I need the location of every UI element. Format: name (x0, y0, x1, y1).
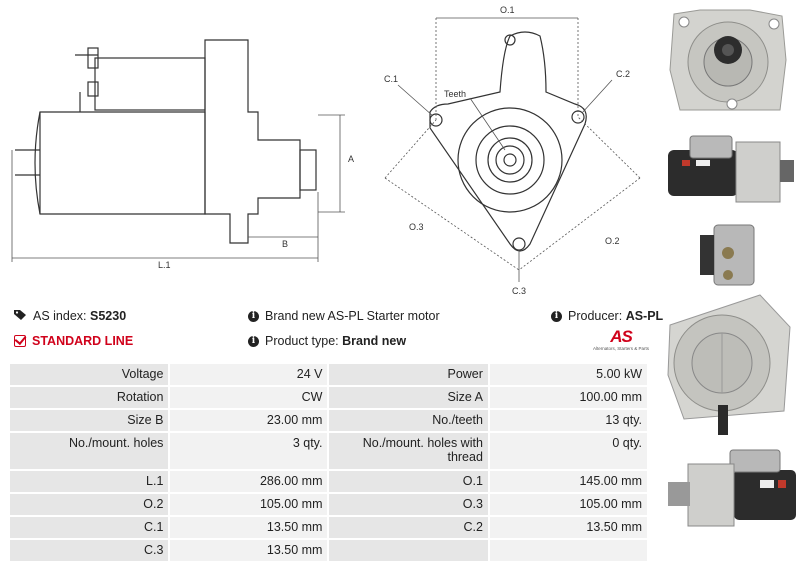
spec-label: O.3 (329, 494, 488, 515)
drive-housing-outline (204, 39, 301, 244)
spec-value: 23.00 mm (170, 410, 328, 431)
flange-outline (429, 31, 587, 252)
table-row: C.3 13.50 mm (10, 540, 647, 561)
spec-value: 13.50 mm (170, 517, 328, 538)
brand-text: Brand new AS-PL Starter motor (265, 309, 440, 323)
teeth-label: Teeth (444, 89, 466, 99)
spec-label: C.2 (329, 517, 488, 538)
product-photo-front (660, 0, 800, 118)
spec-label: No./teeth (329, 410, 488, 431)
dim-o2-label: O.2 (605, 236, 620, 246)
spec-label: Size A (329, 387, 488, 408)
spec-value: 0 qty. (489, 433, 647, 469)
check-icon (14, 335, 26, 347)
dim-c2-label: C.2 (616, 69, 630, 79)
dim-b-label: B (282, 239, 288, 249)
spec-value: 5.00 kW (489, 364, 647, 385)
dim-c3-label: C.3 (512, 286, 526, 296)
spec-label: Size B (10, 410, 169, 431)
as-index: AS index: S5230 (14, 308, 126, 324)
spec-label: No./mount. holes (10, 433, 169, 469)
motor-body-outline (34, 111, 206, 215)
as-pl-logo: AS Alternators, Starters & Parts (588, 328, 654, 356)
standard-line-label: STANDARD LINE (32, 334, 134, 348)
spec-value: 145.00 mm (489, 471, 647, 492)
info-icon: i (248, 335, 259, 347)
product-photo-rear (660, 215, 800, 440)
spec-label: O.1 (329, 471, 488, 492)
spec-value: CW (170, 387, 328, 408)
table-row: Size B 23.00 mm No./teeth 13 qty. (10, 410, 647, 431)
spec-value: 105.00 mm (170, 494, 328, 515)
table-row: No./mount. holes 3 qty. No./mount. holes… (10, 433, 647, 469)
solenoid-outline (94, 57, 206, 111)
spec-label (329, 540, 488, 561)
logo-subtitle: Alternators, Starters & Parts (592, 346, 650, 351)
spec-value: 13.50 mm (489, 517, 647, 538)
spec-label: O.2 (10, 494, 169, 515)
spec-value (489, 540, 647, 561)
spec-value: 24 V (170, 364, 328, 385)
spec-value: 13 qty. (489, 410, 647, 431)
spec-value: 13.50 mm (170, 540, 328, 561)
as-index-label: AS index: (33, 309, 87, 323)
brand-info: i Brand new AS-PL Starter motor (248, 308, 440, 324)
spec-label: No./mount. holes with thread (329, 433, 488, 469)
spec-value: 100.00 mm (489, 387, 647, 408)
housing-circle (457, 107, 563, 213)
product-type-value: Brand new (342, 334, 407, 348)
as-index-value: S5230 (90, 309, 127, 323)
table-row: Voltage 24 V Power 5.00 kW (10, 364, 647, 385)
producer-label: Producer: (568, 309, 623, 323)
pinion-teeth-circle (487, 137, 533, 183)
product-type-label: Product type: (265, 334, 339, 348)
spec-label: C.1 (10, 517, 169, 538)
dim-a-label: A (348, 154, 354, 164)
producer: i Producer: AS-PL (551, 308, 663, 324)
info-icon: i (551, 310, 562, 322)
table-row: C.1 13.50 mm C.2 13.50 mm (10, 517, 647, 538)
logo-mark: AS (610, 327, 633, 346)
technical-drawing: A B L.1 O.1 O.3 O.2 C.1 C.2 C.3 Teeth (11, 5, 641, 296)
spec-label: Voltage (10, 364, 169, 385)
dim-o3-label: O.3 (409, 222, 424, 232)
spec-label: Rotation (10, 387, 169, 408)
standard-line: STANDARD LINE (14, 333, 133, 349)
info-icon: i (248, 310, 259, 322)
product-photo-side-top (660, 120, 800, 215)
spec-label: C.3 (10, 540, 169, 561)
dim-o1-label: O.1 (500, 5, 515, 15)
spec-label: L.1 (10, 471, 169, 492)
mount-hole-c3 (512, 237, 526, 251)
pinion-outline (299, 149, 317, 191)
product-type: i Product type: Brand new (248, 333, 406, 349)
table-row: L.1 286.00 mm O.1 145.00 mm (10, 471, 647, 492)
spec-label: Power (329, 364, 488, 385)
table-row: O.2 105.00 mm O.3 105.00 mm (10, 494, 647, 515)
dim-c1-label: C.1 (384, 74, 398, 84)
spec-value: 105.00 mm (489, 494, 647, 515)
producer-value: AS-PL (625, 309, 664, 323)
spec-table: Voltage 24 V Power 5.00 kW Rotation CW S… (8, 362, 649, 563)
table-row: Rotation CW Size A 100.00 mm (10, 387, 647, 408)
spec-value: 286.00 mm (170, 471, 328, 492)
dim-l1-label: L.1 (158, 260, 171, 270)
spec-value: 3 qty. (170, 433, 328, 469)
tag-icon (14, 308, 27, 324)
product-photo-side-bottom (660, 440, 800, 560)
